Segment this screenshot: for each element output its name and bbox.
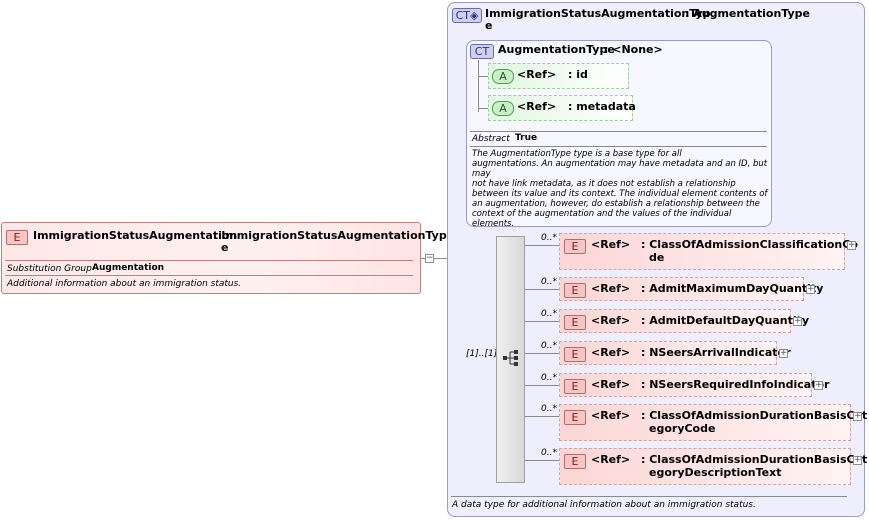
element-type: : ImmigrationStatusAugmentationTyp xyxy=(213,229,447,242)
element-ref-box[interactable] xyxy=(559,309,791,333)
element-documentation: Additional information about an immigrat… xyxy=(7,279,242,289)
cardinality-label: 0..* xyxy=(541,448,557,458)
element-badge: E xyxy=(564,379,586,394)
attribute-badge: A xyxy=(492,101,514,116)
substitution-group-label: Substitution Group xyxy=(7,264,92,274)
element-ref-box[interactable] xyxy=(559,373,812,397)
attribute-name: : metadata xyxy=(568,100,636,113)
expand-toggle[interactable]: + xyxy=(814,380,823,390)
element-badge: E xyxy=(564,454,586,469)
element-ref-label: <Ref> xyxy=(591,453,631,466)
element-name: ImmigrationStatusAugmentation xyxy=(33,229,238,242)
complex-type-documentation: A data type for additional information a… xyxy=(452,500,756,510)
element-ref-name: : AdmitMaximumDayQuantity xyxy=(641,282,824,295)
element-ref-name: : NSeersRequiredInfoIndicator xyxy=(641,378,830,391)
element-ref-name: : ClassOfAdmissionClassificationCo xyxy=(641,238,858,251)
sequence-cardinality: [1]..[1] xyxy=(466,349,498,359)
sequence-connector xyxy=(525,385,559,386)
element-ref-box[interactable] xyxy=(559,404,851,441)
element-ref-name-wrap: egoryDescriptionText xyxy=(649,466,782,479)
element-ref-label: <Ref> xyxy=(591,346,631,359)
abstract-label: Abstract xyxy=(472,134,510,144)
sequence-connector xyxy=(525,416,559,417)
element-ref-box[interactable] xyxy=(559,448,851,485)
cardinality-label: 0..* xyxy=(541,373,557,383)
expand-toggle[interactable]: + xyxy=(779,348,788,358)
expand-toggle[interactable]: + xyxy=(847,240,856,250)
sequence-connector xyxy=(525,321,559,322)
sequence-connector xyxy=(525,245,559,246)
element-ref-label: <Ref> xyxy=(591,238,631,251)
attribute-ref: <Ref> xyxy=(517,68,557,81)
attribute-ref: <Ref> xyxy=(517,100,557,113)
complex-type-name: ImmigrationStatusAugmentationTyp xyxy=(485,7,711,20)
root-element-box[interactable] xyxy=(1,222,421,294)
attribute-name: : id xyxy=(568,68,588,81)
sequence-connector xyxy=(525,353,559,354)
base-type-base: : <None> xyxy=(604,43,663,56)
cardinality-label: 0..* xyxy=(541,404,557,414)
sequence-connector xyxy=(525,460,559,461)
element-ref-label: <Ref> xyxy=(591,314,631,327)
element-ref-name: : ClassOfAdmissionDurationBasisCat xyxy=(641,409,868,422)
element-badge: E xyxy=(564,283,586,298)
complex-type-badge: CT◈ xyxy=(452,8,482,23)
complex-type-name-wrap: e xyxy=(485,19,493,32)
element-ref-label: <Ref> xyxy=(591,282,631,295)
expand-toggle[interactable]: + xyxy=(806,284,815,294)
element-badge: E xyxy=(564,239,586,254)
element-badge: E xyxy=(564,347,586,362)
element-ref-box[interactable] xyxy=(559,277,804,301)
base-type-documentation: The AugmentationType type is a base type… xyxy=(472,149,768,229)
collapse-toggle[interactable]: − xyxy=(425,253,434,263)
base-type-name: AugmentationType xyxy=(498,43,615,56)
expand-toggle[interactable]: + xyxy=(853,455,862,465)
cardinality-label: 0..* xyxy=(541,309,557,319)
substitution-group-value: Augmentation xyxy=(92,263,165,273)
element-badge: E xyxy=(564,315,586,330)
element-ref-label: <Ref> xyxy=(591,409,631,422)
sequence-connector xyxy=(525,289,559,290)
element-badge: E xyxy=(6,230,28,245)
expand-toggle[interactable]: + xyxy=(853,411,862,421)
element-ref-name: : NSeersArrivalIndicator xyxy=(641,346,791,359)
element-type-wrap: e xyxy=(221,241,229,254)
complex-type-base: : AugmentationType xyxy=(685,7,811,20)
element-ref-label: <Ref> xyxy=(591,378,631,391)
sequence-icon xyxy=(503,350,518,366)
element-ref-box[interactable] xyxy=(559,341,777,365)
cardinality-label: 0..* xyxy=(541,233,557,243)
element-ref-name-wrap: egoryCode xyxy=(649,422,716,435)
attribute-badge: A xyxy=(492,69,514,84)
cardinality-label: 0..* xyxy=(541,341,557,351)
element-ref-name: : AdmitDefaultDayQuantity xyxy=(641,314,810,327)
abstract-value: True xyxy=(515,133,538,143)
element-badge: E xyxy=(564,410,586,425)
base-type-badge: CT xyxy=(470,44,494,59)
element-ref-box[interactable] xyxy=(559,233,845,270)
cardinality-label: 0..* xyxy=(541,277,557,287)
expand-toggle[interactable]: + xyxy=(793,316,802,326)
element-ref-name-wrap: de xyxy=(649,251,665,264)
element-ref-name: : ClassOfAdmissionDurationBasisCat xyxy=(641,453,868,466)
